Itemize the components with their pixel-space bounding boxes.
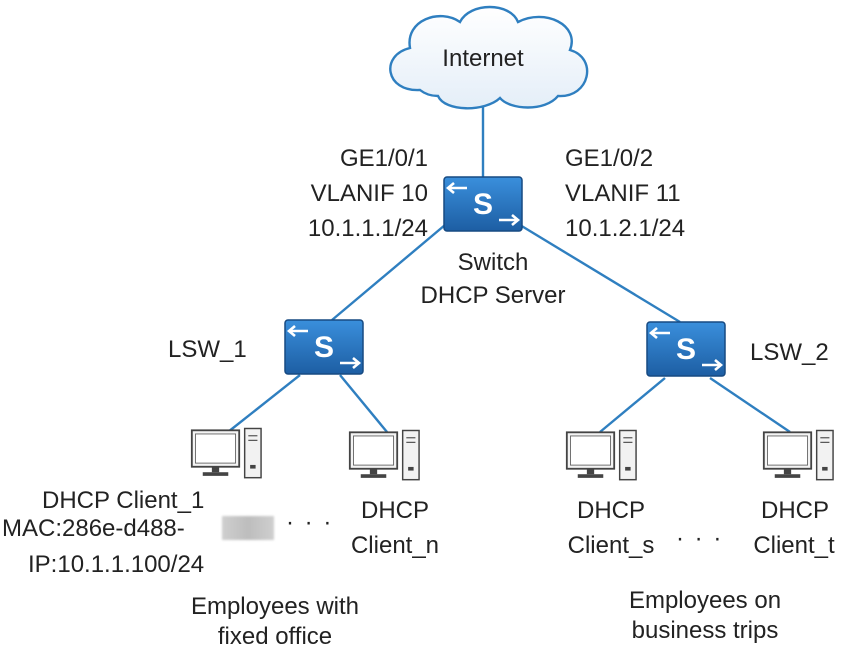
client-s-computer-icon [565,429,637,481]
client-1-computer-icon [190,427,262,479]
ellipsis-right: · · · [676,525,724,552]
group-fixed-line2: fixed office [217,623,333,650]
right-vlanif-label: VLANIF 11 [565,180,681,207]
client-1-name: DHCP Client_1 [42,487,205,514]
client-s-line2: Client_s [567,532,655,559]
link-lsw2-clientt [709,377,791,433]
client-t-line2: Client_t [753,532,835,559]
lsw2-label: LSW_2 [750,339,829,366]
client-t-line1: DHCP [760,497,829,524]
right-ip-label: 10.1.2.1/24 [565,215,686,242]
link-core-lsw1 [331,224,446,321]
client-n-line1: DHCP [360,497,429,524]
link-lsw2-clients [599,377,666,433]
client-n-line2: Client_n [350,532,440,559]
group-fixed-line1: Employees with [190,593,360,620]
link-core-lsw2 [519,223,681,324]
lsw1-switch-icon [284,318,364,376]
client-1-ip: IP:10.1.1.100/24 [28,551,205,578]
core-switch-label: Switch [457,249,529,276]
left-port-label: GE1/0/1 [339,145,428,172]
client-t-computer-icon [762,429,834,481]
lsw1-label: LSW_1 [168,336,247,363]
core-switch-role-label: DHCP Server [420,282,566,309]
mac-redaction [222,516,274,540]
cloud-icon [389,5,589,110]
client-s-line1: DHCP [576,497,645,524]
group-travel-line1: Employees on [628,587,782,614]
left-ip-label: 10.1.1.1/24 [307,215,428,242]
link-lsw1-clientn [339,374,388,433]
internet-label: Internet [442,45,524,72]
client-1-mac: MAC:286e-d488- [2,515,185,542]
group-travel-line2: business trips [631,617,779,644]
lsw2-switch-icon [646,320,726,378]
right-port-label: GE1/0/2 [565,145,654,172]
link-lsw1-client1 [227,374,301,433]
left-vlanif-label: VLANIF 10 [310,180,428,207]
core-switch-icon [443,175,523,233]
client-n-computer-icon [348,429,420,481]
ellipsis-left: · · · [286,509,334,536]
